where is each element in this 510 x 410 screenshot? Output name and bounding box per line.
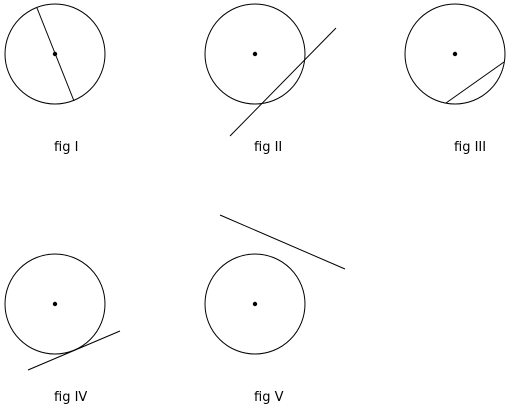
figure-4-center-dot (52, 301, 58, 307)
figure-2-circle (204, 3, 306, 105)
figure-3-chord-line (445, 61, 505, 104)
figure-2-secant-line (229, 27, 337, 137)
figure-1-circle (4, 3, 106, 105)
figure-5-external-line (219, 214, 346, 270)
figure-5: fig V (204, 214, 346, 405)
figure-5-center-dot (252, 301, 258, 307)
figure-4: fig IV (4, 253, 121, 405)
figure-4-caption: fig IV (54, 390, 87, 405)
figure-4-circle (4, 253, 106, 355)
figure-2-caption: fig II (254, 140, 282, 155)
figure-4-tangent-line (27, 330, 121, 371)
figure-2: fig II (204, 3, 337, 155)
figure-3-circle (404, 3, 506, 105)
figure-1: fig I (4, 3, 106, 155)
figure-1-diameter-line (36, 7, 75, 102)
figure-1-caption: fig I (54, 140, 78, 155)
figure-5-caption: fig V (254, 390, 284, 405)
figure-5-circle (204, 253, 306, 355)
figure-2-center-dot (252, 51, 258, 57)
figure-3-caption: fig III (454, 140, 486, 155)
figure-3-center-dot (452, 51, 458, 57)
figure-3: fig III (404, 3, 506, 155)
